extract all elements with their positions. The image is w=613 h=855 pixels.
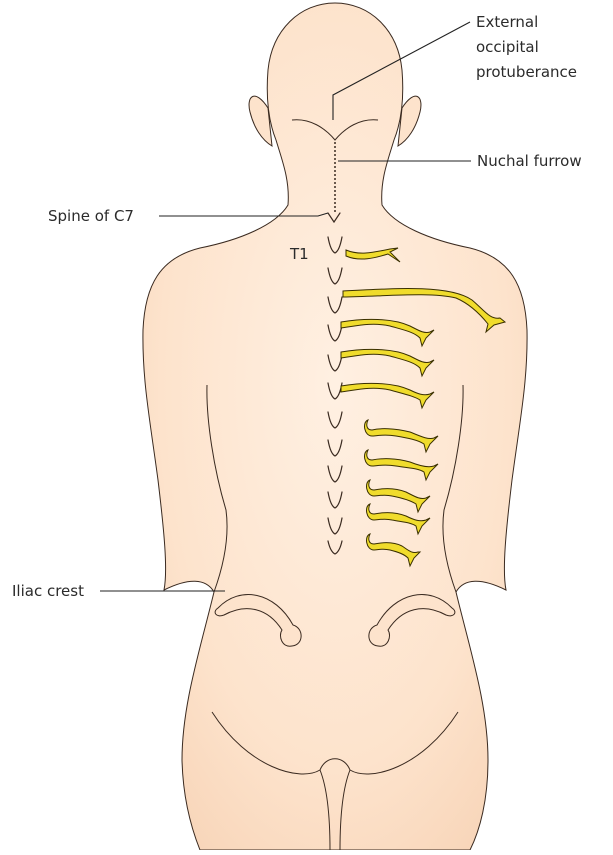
torso-outline: [143, 3, 527, 850]
label-external-occipital-line2: occipital: [476, 38, 539, 56]
label-external-occipital-line1: External: [476, 13, 538, 31]
label-external-occipital-line3: protuberance: [476, 63, 577, 81]
body-silhouette: [143, 3, 527, 850]
label-t1: T1: [289, 245, 309, 263]
label-nuchal-furrow: Nuchal furrow: [477, 152, 582, 170]
label-iliac-crest: Iliac crest: [12, 582, 84, 600]
label-spine-c7: Spine of C7: [48, 207, 134, 225]
